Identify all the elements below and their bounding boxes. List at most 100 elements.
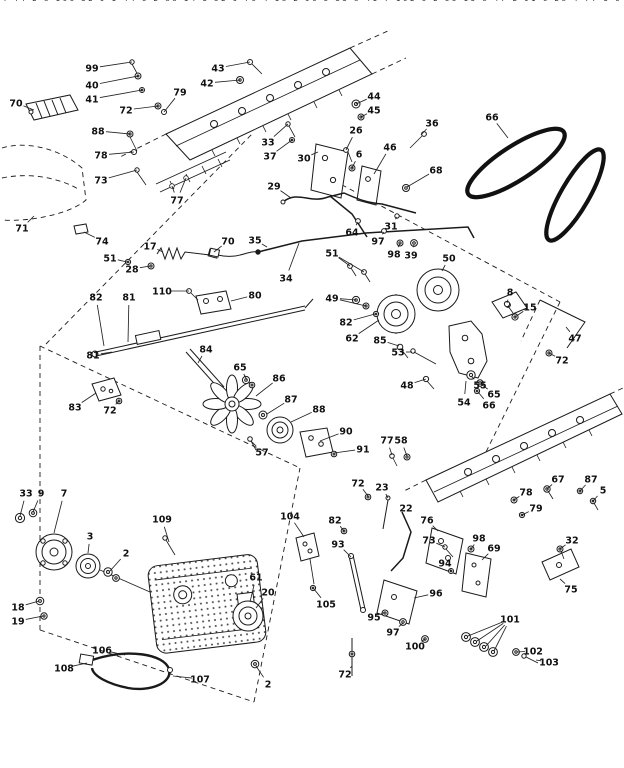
leader-line [99, 75, 139, 84]
callout-77: 77 [380, 436, 394, 456]
leader-line [389, 447, 393, 456]
leader-line [179, 177, 187, 193]
part-number-label: 53 [391, 348, 404, 359]
mounting-plate [186, 288, 232, 315]
leader-line [171, 185, 175, 193]
leader-line [441, 264, 446, 272]
leader-line [311, 151, 319, 156]
part-number-label: 3 [87, 532, 94, 543]
callout-7: 7 [53, 489, 67, 534]
fasteners [14, 59, 599, 669]
callout-2: 2 [109, 549, 129, 572]
hood-bracket [73, 223, 89, 235]
callout-77: 77 [170, 177, 187, 207]
leader-line [420, 128, 427, 136]
callout-91: 91 [333, 445, 370, 456]
part-number-label: 103 [539, 658, 559, 669]
leader-line [387, 341, 400, 347]
callout-66: 66 [485, 113, 509, 139]
part-number-label: 57 [255, 448, 268, 459]
callout-19: 19 [11, 615, 44, 628]
callout-31: 31 [384, 216, 398, 233]
clutch-bracket [425, 527, 464, 575]
callout-53: 53 [391, 348, 412, 359]
leader-line [436, 542, 446, 548]
part-number-label: 84 [199, 345, 213, 356]
leader-line [345, 137, 353, 151]
callout-72: 72 [548, 352, 569, 367]
callout-51: 51 [325, 249, 365, 273]
callout-72: 72 [338, 665, 353, 681]
part-number-label: 15 [523, 303, 536, 314]
leader-line [516, 651, 526, 653]
callout-72: 72 [119, 106, 159, 117]
callout-79: 79 [163, 88, 187, 113]
callout-81: 81 [86, 351, 113, 362]
leader-line [339, 299, 367, 307]
callout-85: 85 [373, 336, 400, 347]
part-number-label: 80 [248, 291, 262, 302]
callout-36: 36 [420, 119, 439, 136]
callout-22: 22 [399, 504, 413, 519]
part-number-label: 104 [280, 512, 300, 523]
leader-line [71, 662, 88, 667]
clutch-rod [255, 226, 475, 255]
engine-block [147, 554, 267, 654]
callout-72: 72 [103, 400, 120, 417]
part-number-label: 98 [472, 534, 486, 545]
crankshaft-pulley [232, 600, 264, 632]
leader-line [476, 623, 504, 642]
callout-9: 9 [32, 489, 44, 513]
callout-87: 87 [579, 475, 598, 492]
callout-100: 100 [405, 638, 425, 653]
leader-line [109, 558, 122, 572]
part-number-label: 77 [380, 436, 393, 447]
leader-line [109, 651, 126, 656]
part-number-label: 18 [11, 603, 25, 614]
brake-rod [91, 298, 314, 358]
leader-line [432, 525, 439, 532]
leader-line [294, 522, 305, 538]
callout-83: 83 [68, 392, 97, 414]
support-bracket [356, 165, 382, 206]
part-number-label: 58 [394, 436, 408, 447]
support-plate [461, 552, 492, 598]
leader-line [83, 231, 95, 238]
callout-39: 39 [404, 244, 418, 262]
part-number-label: 41 [85, 95, 98, 106]
leader-line [464, 380, 467, 395]
callout-88: 88 [290, 405, 326, 423]
v-belt [465, 126, 606, 243]
callout-80: 80 [230, 291, 262, 302]
cooling-fan [202, 374, 262, 434]
part-number-label: 77 [170, 196, 183, 207]
part-number-label: 79 [529, 504, 542, 515]
part-number-label: 29 [267, 182, 280, 193]
callout-97: 97 [386, 622, 404, 639]
leader-line [403, 447, 408, 457]
leader-line [197, 355, 203, 364]
part-number-label: 68 [429, 166, 443, 177]
spring-and-ferrule [156, 246, 259, 261]
callout-84: 84 [197, 345, 213, 364]
part-number-label: 36 [425, 119, 439, 130]
transaxle-pulley [75, 553, 151, 593]
part-number-label: 87 [284, 395, 297, 406]
leader-line [413, 594, 429, 599]
callout-49: 49 [325, 294, 367, 307]
leader-line [115, 400, 120, 405]
part-number-label: 42 [200, 79, 213, 90]
callout-70: 70 [9, 99, 35, 111]
part-number-label: 78 [519, 488, 533, 499]
callout-70: 70 [213, 237, 235, 253]
leader-line [261, 243, 268, 248]
leader-line [230, 296, 248, 302]
engine-pulley-pair [376, 268, 460, 334]
callout-108: 108 [54, 662, 88, 675]
leader-line [514, 311, 524, 318]
part-number-label: 90 [339, 427, 353, 438]
leader-line [25, 615, 44, 620]
shift-link [348, 553, 366, 613]
leader-line [395, 216, 398, 220]
leader-line [493, 626, 507, 652]
